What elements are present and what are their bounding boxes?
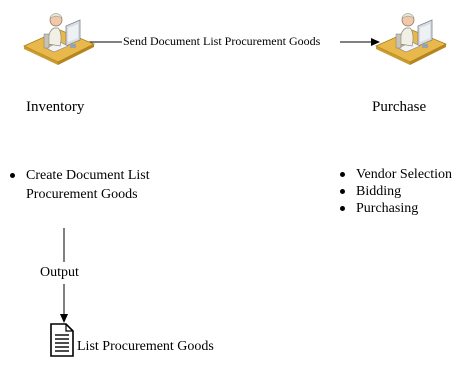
document-label: List Procurement Goods <box>77 339 214 354</box>
inventory-workstation-icon <box>20 6 96 66</box>
output-label: Output <box>40 265 79 280</box>
purchase-task-item: Bidding <box>338 183 476 200</box>
flow-label: Send Document List Procurement Goods <box>123 34 321 48</box>
inventory-label: Inventory <box>26 99 85 115</box>
document-icon <box>50 323 74 357</box>
inventory-task-item: Create Document List Procurement Goods <box>8 166 196 204</box>
purchase-task-list: Vendor Selection Bidding Purchasing <box>338 166 476 217</box>
purchase-task-item: Vendor Selection <box>338 166 476 183</box>
output-arrowhead <box>60 314 68 323</box>
flow-arrowhead <box>371 38 380 46</box>
purchase-task-item: Purchasing <box>338 200 476 217</box>
inventory-task-list: Create Document List Procurement Goods <box>8 166 198 204</box>
purchase-workstation-icon <box>372 6 448 66</box>
purchase-label: Purchase <box>372 99 427 115</box>
